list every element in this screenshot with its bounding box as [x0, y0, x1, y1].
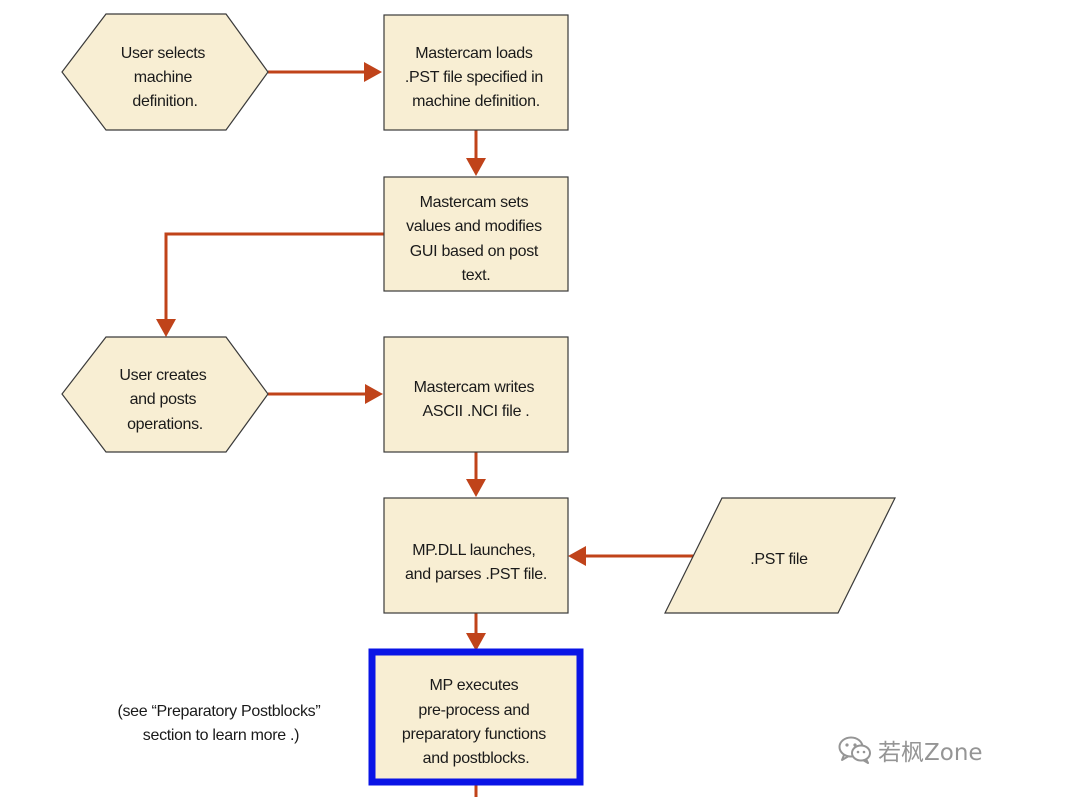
node-sets-values-line-4: text.: [462, 267, 491, 284]
node-loads-pst-line-3: machine definition.: [412, 93, 540, 110]
svg-text:MP executes pre-process: MP executes pre-process and preparatory …: [402, 677, 550, 767]
process-box: [383, 336, 569, 453]
node-mp-executes-line-2: pre-process and: [418, 702, 529, 719]
node-pst-file-label: .PST file: [750, 551, 808, 568]
process-box-highlighted: [368, 648, 584, 786]
node-creates-posts-line-1: User creates: [119, 367, 206, 384]
svg-text:User selects machine: User selects machine definition.: [121, 45, 210, 110]
node-loads-pst-line-2: .PST file specified in: [405, 69, 543, 86]
node-loads-pst: Mastercam loads .PST file specified in m…: [383, 14, 569, 131]
arrowhead-pst-to-mpdll: [568, 546, 586, 566]
node-writes-nci-line-2: ASCII .NCI file .: [423, 403, 530, 420]
node-mpdll-launch-line-1: MP.DLL launches,: [412, 542, 535, 559]
svg-text:MP.DLL launches, and par: MP.DLL launches, and parses .PST file.: [405, 542, 547, 583]
node-mpdll-launch-line-2: and parses .PST file.: [405, 566, 547, 583]
node-mp-executes-line-3: preparatory functions: [402, 726, 546, 743]
arrowhead-select-to-loads: [364, 62, 382, 82]
hexagon-shape: [61, 13, 269, 131]
arrow-sets-to-creates: [164, 232, 384, 320]
node-writes-nci: Mastercam writes ASCII .NCI file .: [383, 336, 569, 453]
hexagon-shape: [61, 336, 269, 453]
svg-text:Mastercam loads .PST fil: Mastercam loads .PST file specified in m…: [405, 45, 547, 110]
arrowhead-writes-to-mpdll: [466, 479, 486, 497]
node-creates-posts-line-2: and posts: [130, 391, 197, 408]
node-sets-values-line-3: GUI based on post: [410, 243, 539, 260]
node-mp-executes-line-1: MP executes: [429, 677, 518, 694]
node-pst-file: .PST file: [664, 497, 896, 614]
svg-text:Mastercam sets values an: Mastercam sets values and modifies GUI b…: [406, 194, 546, 284]
svg-text:.PST file: .PST file: [750, 551, 808, 568]
watermark-text: 若枫Zone: [878, 740, 983, 766]
node-mp-executes-line-4: and postblocks.: [423, 750, 530, 767]
node-sets-values: Mastercam sets values and modifies GUI b…: [383, 176, 569, 292]
node-select-machine-line-2: machine: [134, 69, 193, 86]
node-sets-values-line-1: Mastercam sets: [420, 194, 529, 211]
node-select-machine: User selects machine definition.: [61, 13, 269, 131]
node-loads-pst-line-1: Mastercam loads: [415, 45, 533, 62]
arrowhead-sets-to-creates: [156, 319, 176, 337]
side-note-line-2: section to learn more .): [143, 727, 299, 744]
node-sets-values-line-2: values and modifies: [406, 218, 542, 235]
node-writes-nci-line-1: Mastercam writes: [414, 379, 535, 396]
wechat-icon: [838, 736, 871, 764]
arrowhead-creates-to-writes: [365, 384, 383, 404]
arrowhead-loads-to-sets: [466, 158, 486, 176]
node-select-machine-line-1: User selects: [121, 45, 206, 62]
arrowhead-mpdll-to-execute: [466, 633, 486, 651]
side-note: (see “Preparatory Postblocks” section to…: [117, 703, 324, 744]
process-box: [383, 176, 569, 292]
node-mp-executes: MP executes pre-process and preparatory …: [368, 648, 584, 786]
node-creates-posts-line-3: operations.: [127, 416, 203, 433]
watermark: 若枫Zone: [838, 733, 1058, 767]
side-note-line-1: (see “Preparatory Postblocks”: [117, 703, 320, 720]
svg-text:Mastercam writes ASCII .: Mastercam writes ASCII .NCI file .: [414, 379, 539, 420]
process-box: [383, 497, 569, 614]
node-creates-posts: User creates and posts operations.: [61, 336, 269, 453]
svg-text:User creates and posts: User creates and posts operations.: [119, 367, 210, 433]
parallelogram-shape: [664, 497, 896, 614]
node-mpdll-launch: MP.DLL launches, and parses .PST file.: [383, 497, 569, 614]
process-box: [383, 14, 569, 131]
node-select-machine-line-3: definition.: [132, 93, 197, 110]
connectors: [156, 62, 695, 797]
